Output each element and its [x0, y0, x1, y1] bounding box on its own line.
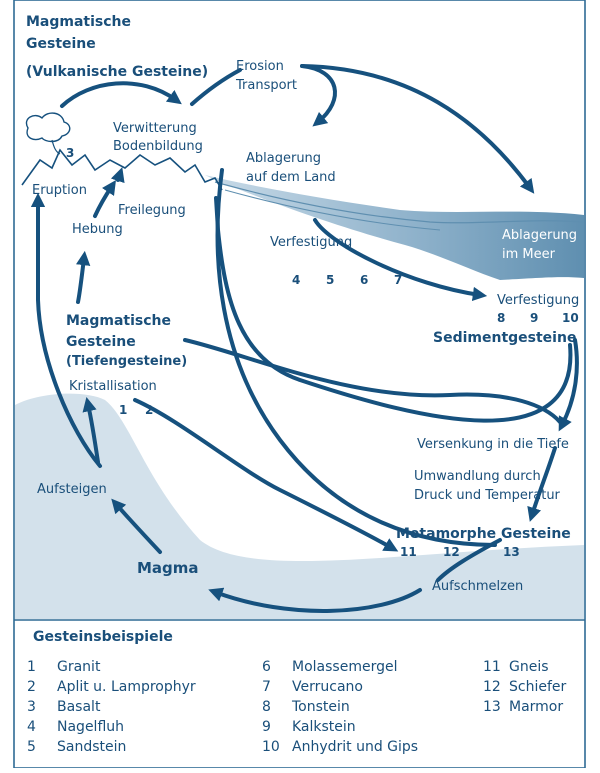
label-eruption: Eruption [32, 183, 87, 198]
label-aufsteigen: Aufsteigen [37, 482, 107, 497]
label-umwandlung-2: Druck und Temperatur [414, 488, 561, 503]
label-ablagerung-meer-2: im Meer [502, 247, 556, 262]
label-ablagerung-land-1: Ablagerung [246, 151, 321, 166]
legend-name-5: Sandstein [57, 739, 126, 755]
legend-name-8: Tonstein [291, 699, 350, 715]
label-bodenbildung: Bodenbildung [113, 139, 203, 154]
legend-name-11: Gneis [509, 659, 549, 675]
label-verwitterung: Verwitterung [113, 121, 197, 136]
rock-number-8: 8 [497, 311, 505, 325]
arrow-erosion-to-land [302, 66, 335, 122]
rock-number-2: 2 [145, 403, 153, 417]
legend-num-11: 11 [483, 659, 501, 675]
arrow-freilegung-to-mountains [118, 174, 120, 180]
legend-num-13: 13 [483, 699, 501, 715]
legend-name-3: Basalt [57, 699, 101, 715]
volcano-cloud [26, 113, 69, 141]
label-verfestigung-land: Verfestigung [270, 235, 352, 250]
arrow-tiefengestein-to-versenkung [185, 340, 560, 422]
label-magmatische-tief-2: Gesteine [66, 334, 136, 350]
label-magmatische-vulkan-2: Gesteine [26, 36, 96, 52]
rock-number-9: 9 [530, 311, 538, 325]
label-sedimentgesteine: Sedimentgesteine [433, 330, 576, 346]
label-transport: Transport [235, 78, 297, 93]
arrow-tiefengestein-to-hebung [78, 258, 84, 302]
rock-number-5: 5 [326, 273, 334, 287]
label-ablagerung-meer-1: Ablagerung [502, 228, 577, 243]
legend-num-12: 12 [483, 679, 501, 695]
legend-num-1: 1 [27, 659, 36, 675]
rock-number-6: 6 [360, 273, 368, 287]
label-erosion: Erosion [236, 59, 284, 74]
legend-num-3: 3 [27, 699, 36, 715]
label-magmatische-vulkan-1: Magmatische [26, 14, 131, 30]
label-aufschmelzen: Aufschmelzen [432, 579, 523, 594]
legend-num-8: 8 [262, 699, 271, 715]
rock-number-3: 3 [66, 146, 74, 160]
rock-number-13: 13 [503, 545, 520, 559]
label-versenkung: Versenkung in die Tiefe [417, 437, 569, 452]
legend-num-6: 6 [262, 659, 271, 675]
legend-num-10: 10 [262, 739, 280, 755]
rock-number-7: 7 [394, 273, 402, 287]
label-verfestigung-meer: Verfestigung [497, 293, 579, 308]
label-umwandlung-1: Umwandlung durch [414, 469, 541, 484]
legend-name-2: Aplit u. Lamprophyr [57, 679, 196, 695]
arrow-hebung-to-freilegung [95, 186, 112, 216]
legend-num-2: 2 [27, 679, 36, 695]
label-freilegung: Freilegung [118, 203, 186, 218]
label-kristallisation: Kristallisation [69, 379, 157, 394]
rock-number-12: 12 [443, 545, 460, 559]
label-metamorphe-gesteine: Metamorphe Gesteine [396, 526, 571, 542]
label-magma: Magma [137, 559, 199, 577]
rock-number-1: 1 [119, 403, 127, 417]
label-magmatische-tief-3: (Tiefengesteine) [66, 354, 187, 369]
legend-name-6: Molassemergel [292, 659, 397, 675]
legend-name-9: Kalkstein [292, 719, 356, 735]
legend-title: Gesteinsbeispiele [33, 629, 173, 645]
legend-num-9: 9 [262, 719, 271, 735]
legend-name-10: Anhydrit und Gips [292, 739, 418, 755]
legend-name-13: Marmor [509, 699, 563, 715]
legend-name-4: Nagelfluh [57, 719, 124, 735]
legend-num-5: 5 [27, 739, 36, 755]
rock-number-4: 4 [292, 273, 300, 287]
label-hebung: Hebung [72, 222, 123, 237]
label-magmatische-vulkan-3: (Vulkanische Gesteine) [26, 64, 208, 80]
legend-num-7: 7 [262, 679, 271, 695]
arrow-erosion-to-sea [302, 66, 530, 188]
rock-number-10: 10 [562, 311, 579, 325]
legend-name-1: Granit [57, 659, 101, 675]
label-magmatische-tief-1: Magmatische [66, 313, 171, 329]
legend-num-4: 4 [27, 719, 36, 735]
arrow-to-weathering [62, 83, 176, 106]
legend-name-7: Verrucano [292, 679, 363, 695]
rock-number-11: 11 [400, 545, 417, 559]
legend-name-12: Schiefer [509, 679, 567, 695]
label-ablagerung-land-2: auf dem Land [246, 170, 336, 185]
